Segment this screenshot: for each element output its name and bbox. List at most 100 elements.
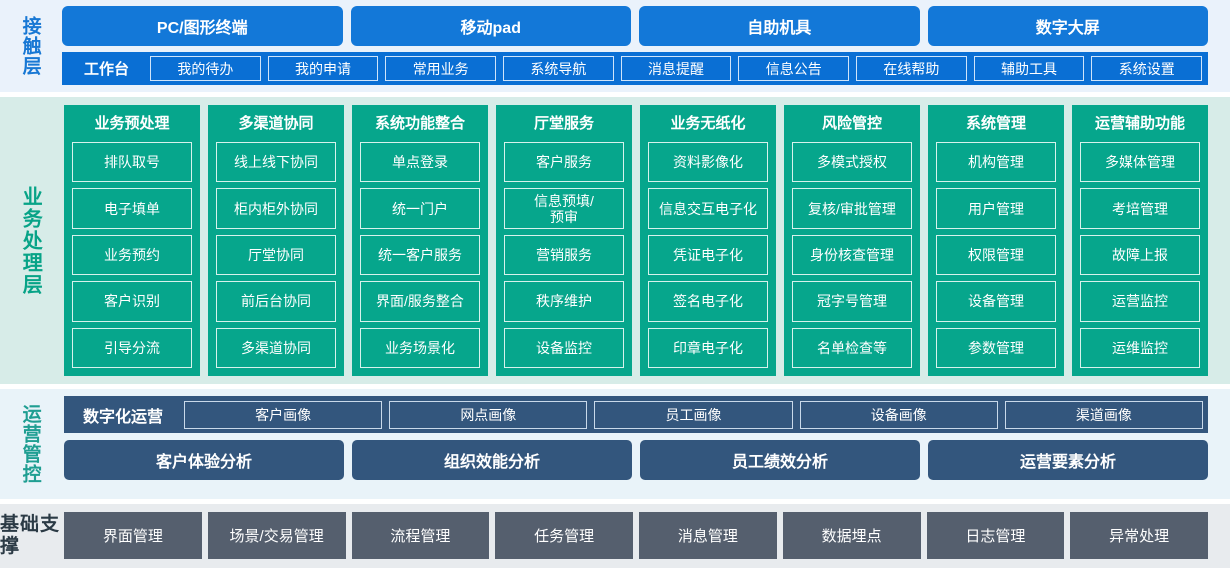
foundation-data-tracking[interactable]: 数据埋点: [782, 512, 921, 559]
foundation-row: 界面管理 场景/交易管理 流程管理 任务管理 消息管理 数据埋点 日志管理 异常…: [64, 512, 1208, 559]
biz-item[interactable]: 柜内柜外协同: [216, 188, 336, 229]
biz-item[interactable]: 参数管理: [936, 327, 1056, 369]
foundation-message-management[interactable]: 消息管理: [639, 512, 777, 559]
layer-divider-3: [0, 499, 1230, 504]
column-title: 系统管理: [965, 115, 1026, 132]
biz-item[interactable]: 机构管理: [936, 142, 1056, 183]
business-layer-body: 业务预处理 排队取号 电子填单 业务预约 客户识别 引导分流 多渠道协同 线上线…: [60, 97, 1230, 384]
biz-item[interactable]: 考培管理: [1080, 188, 1200, 229]
profile-device[interactable]: 设备画像: [799, 400, 998, 429]
profile-employee[interactable]: 员工画像: [594, 400, 793, 429]
profile-channel[interactable]: 渠道画像: [1004, 400, 1204, 429]
biz-item[interactable]: 权限管理: [936, 234, 1056, 276]
foundation-layer-band: 基础支撑 界面管理 场景/交易管理 流程管理 任务管理 消息管理 数据埋点 日志…: [0, 504, 1230, 568]
biz-item[interactable]: 设备管理: [936, 281, 1056, 322]
foundation-ui-management[interactable]: 界面管理: [64, 512, 202, 559]
biz-item[interactable]: 信息预填/ 预审: [504, 188, 624, 229]
business-column-ops-support: 运营辅助功能 多媒体管理 考培管理 故障上报 运营监控 运维监控: [1072, 105, 1208, 376]
biz-item[interactable]: 客户识别: [72, 281, 192, 322]
workbench-item-common-business[interactable]: 常用业务: [385, 56, 497, 81]
workbench-item-announcement[interactable]: 信息公告: [738, 56, 850, 81]
channel-mobile-pad[interactable]: 移动pad: [350, 6, 631, 46]
biz-item[interactable]: 客户服务: [504, 142, 624, 183]
column-title: 业务无纸化: [670, 115, 746, 132]
foundation-log-management[interactable]: 日志管理: [926, 512, 1065, 559]
biz-item[interactable]: 用户管理: [936, 188, 1056, 229]
workbench-item-my-application[interactable]: 我的申请: [267, 56, 379, 81]
business-layer-band: 业务处理层 业务预处理 排队取号 电子填单 业务预约 客户识别 引导分流 多渠道…: [0, 97, 1230, 384]
foundation-layer-body: 界面管理 场景/交易管理 流程管理 任务管理 消息管理 数据埋点 日志管理 异常…: [60, 504, 1230, 568]
biz-item[interactable]: 线上线下协同: [216, 142, 336, 183]
column-title: 系统功能整合: [374, 115, 465, 132]
biz-item[interactable]: 引导分流: [72, 327, 192, 369]
analysis-operation-factors[interactable]: 运营要素分析: [928, 440, 1208, 480]
biz-item[interactable]: 冠字号管理: [792, 281, 912, 322]
foundation-layer-label: 基础支撑: [0, 514, 61, 557]
biz-item[interactable]: 多模式授权: [792, 142, 912, 183]
biz-item[interactable]: 业务场景化: [360, 327, 480, 369]
profile-customer[interactable]: 客户画像: [184, 400, 383, 429]
biz-item[interactable]: 运营监控: [1080, 281, 1200, 322]
foundation-exception-handling[interactable]: 异常处理: [1070, 512, 1208, 559]
business-column-paperless: 业务无纸化 资料影像化 信息交互电子化 凭证电子化 签名电子化 印章电子化: [640, 105, 776, 376]
biz-item[interactable]: 统一门户: [360, 188, 480, 229]
biz-item[interactable]: 设备监控: [504, 327, 624, 369]
digital-operations-title: 数字化运营: [83, 408, 164, 426]
biz-item[interactable]: 前后台协同: [216, 281, 336, 322]
analysis-employee-performance[interactable]: 员工绩效分析: [640, 440, 920, 480]
biz-item[interactable]: 复核/审批管理: [792, 188, 912, 229]
biz-item[interactable]: 身份核查管理: [792, 234, 912, 276]
layer-divider-2: [0, 384, 1230, 389]
workbench-item-system-navigation[interactable]: 系统导航: [503, 56, 614, 81]
analysis-organization-efficiency[interactable]: 组织效能分析: [352, 440, 632, 480]
biz-item[interactable]: 秩序维护: [504, 281, 624, 322]
foundation-scene-transaction-management[interactable]: 场景/交易管理: [207, 512, 346, 559]
profile-branch[interactable]: 网点画像: [389, 400, 588, 429]
workbench-item-my-todo[interactable]: 我的待办: [150, 56, 261, 81]
column-title: 风险管控: [821, 115, 882, 132]
business-layer-label: 业务处理层: [19, 185, 42, 296]
business-column-lobby-service: 厅堂服务 客户服务 信息预填/ 预审 营销服务 秩序维护 设备监控: [496, 105, 632, 376]
analysis-row: 客户体验分析 组织效能分析 员工绩效分析 运营要素分析: [64, 440, 1208, 480]
channel-self-service[interactable]: 自助机具: [639, 6, 920, 46]
column-title: 业务预处理: [94, 115, 170, 132]
biz-item[interactable]: 多渠道协同: [216, 327, 336, 369]
biz-item[interactable]: 信息交互电子化: [648, 188, 768, 229]
business-column-multichannel: 多渠道协同 线上线下协同 柜内柜外协同 厅堂协同 前后台协同 多渠道协同: [208, 105, 344, 376]
biz-item[interactable]: 运维监控: [1080, 327, 1200, 369]
layer-divider-1: [0, 92, 1230, 97]
biz-item[interactable]: 厅堂协同: [216, 234, 336, 276]
operations-layer-band: 运营管控 数字化运营 客户画像 网点画像 员工画像 设备画像 渠道画像 客户体验…: [0, 389, 1230, 499]
workbench-item-online-help[interactable]: 在线帮助: [856, 56, 967, 81]
biz-item[interactable]: 故障上报: [1080, 234, 1200, 276]
foundation-task-management[interactable]: 任务管理: [495, 512, 633, 559]
column-title: 厅堂服务: [533, 115, 594, 132]
workbench-item-system-settings[interactable]: 系统设置: [1091, 56, 1203, 81]
biz-item[interactable]: 签名电子化: [648, 281, 768, 322]
biz-item[interactable]: 资料影像化: [648, 142, 768, 183]
biz-item[interactable]: 统一客户服务: [360, 234, 480, 276]
channel-row: PC/图形终端 移动pad 自助机具 数字大屏: [62, 6, 1208, 46]
biz-item[interactable]: 凭证电子化: [648, 234, 768, 276]
business-columns: 业务预处理 排队取号 电子填单 业务预约 客户识别 引导分流 多渠道协同 线上线…: [64, 105, 1208, 376]
biz-item[interactable]: 业务预约: [72, 234, 192, 276]
workbench-item-aux-tools[interactable]: 辅助工具: [973, 56, 1085, 81]
biz-item[interactable]: 多媒体管理: [1080, 142, 1200, 183]
biz-item[interactable]: 单点登录: [360, 142, 480, 183]
biz-item[interactable]: 营销服务: [504, 234, 624, 276]
channel-pc[interactable]: PC/图形终端: [62, 6, 343, 46]
biz-item[interactable]: 名单检查等: [792, 327, 912, 369]
business-column-system-management: 系统管理 机构管理 用户管理 权限管理 设备管理 参数管理: [928, 105, 1064, 376]
channel-digital-screen[interactable]: 数字大屏: [927, 6, 1208, 46]
business-column-risk-control: 风险管控 多模式授权 复核/审批管理 身份核查管理 冠字号管理 名单检查等: [784, 105, 920, 376]
biz-item[interactable]: 印章电子化: [648, 327, 768, 369]
workbench-row: 工作台 我的待办 我的申请 常用业务 系统导航 消息提醒 信息公告 在线帮助 辅…: [62, 52, 1208, 85]
workbench-item-message-alert[interactable]: 消息提醒: [620, 56, 732, 81]
touch-layer-band: 接触层 PC/图形终端 移动pad 自助机具 数字大屏 工作台 我的待办 我的申…: [0, 0, 1230, 92]
analysis-customer-experience[interactable]: 客户体验分析: [64, 440, 344, 480]
foundation-process-management[interactable]: 流程管理: [351, 512, 490, 559]
biz-item[interactable]: 界面/服务整合: [360, 281, 480, 322]
biz-item[interactable]: 排队取号: [72, 142, 192, 183]
biz-item[interactable]: 电子填单: [72, 188, 192, 229]
